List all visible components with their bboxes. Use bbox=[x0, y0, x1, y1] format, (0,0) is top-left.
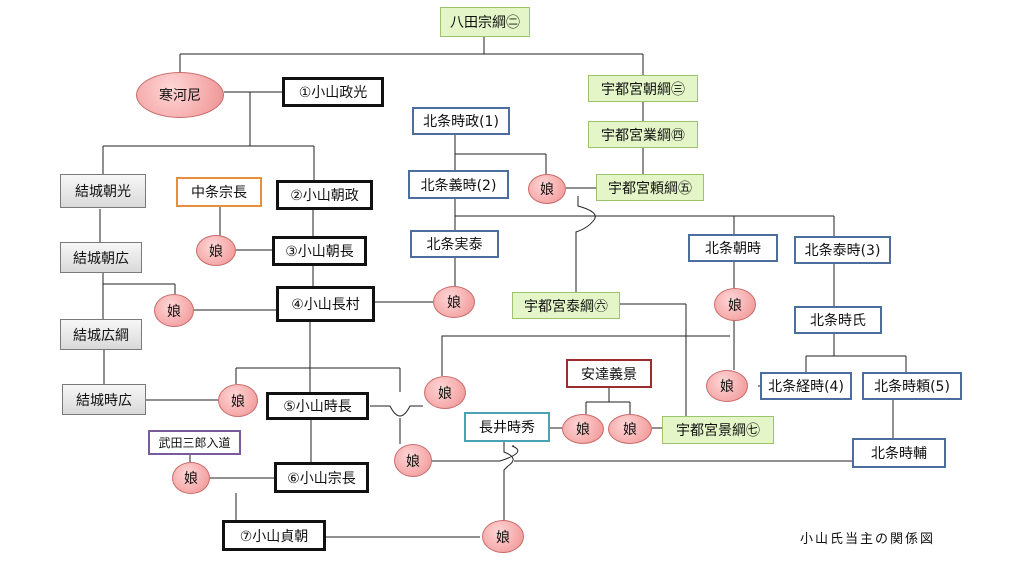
node-daughter: 娘 bbox=[562, 414, 604, 444]
node-utsunomiya-kagetsuna: 宇都宮景綱㊆ bbox=[662, 416, 774, 444]
node-daughter: 娘 bbox=[196, 235, 236, 266]
node-daughter: 娘 bbox=[608, 414, 652, 444]
diagram-caption: 小山氏当主の関係図 bbox=[800, 532, 936, 547]
node-oyama-masamitsu: ①小山政光 bbox=[282, 77, 384, 107]
node-daughter: 娘 bbox=[394, 444, 432, 477]
node-hojo-tsunetoki: 北条経時(4) bbox=[760, 372, 852, 400]
node-hojo-yoshitoki: 北条義時(2) bbox=[408, 170, 509, 199]
node-daughter: 娘 bbox=[482, 520, 524, 553]
node-daughter: 娘 bbox=[433, 286, 475, 318]
node-oyama-sadatomo: ⑦小山貞朝 bbox=[222, 520, 326, 551]
node-daughter: 娘 bbox=[172, 462, 210, 494]
node-kangani: 寒河尼 bbox=[136, 72, 224, 118]
node-oyama-munenaga: ⑥小山宗長 bbox=[274, 462, 369, 493]
node-utsunomiya-narinatsuna: 宇都宮業綱㊃ bbox=[588, 121, 698, 148]
node-daughter: 娘 bbox=[424, 376, 466, 409]
node-daughter: 娘 bbox=[714, 288, 756, 321]
node-daughter: 娘 bbox=[154, 294, 194, 327]
node-nakajo-munenaga: 中条宗長 bbox=[176, 177, 262, 207]
node-takeda-saburo: 武田三郎入道 bbox=[148, 430, 241, 455]
node-hatta-munetsuna: 八田宗綱㊁ bbox=[440, 7, 530, 37]
node-oyama-nagamura: ④小山長村 bbox=[276, 286, 375, 322]
node-utsunomiya-tomotsuna: 宇都宮朝綱㊂ bbox=[588, 75, 698, 102]
node-hojo-tokiuji: 北条時氏 bbox=[794, 306, 882, 334]
node-hojo-yasutoki: 北条泰時(3) bbox=[794, 236, 891, 264]
node-hojo-tokiyori: 北条時頼(5) bbox=[862, 372, 962, 400]
node-yuki-tokihiro: 結城時広 bbox=[62, 384, 146, 415]
node-hojo-saneyasu: 北条実泰 bbox=[410, 230, 499, 258]
node-yuki-hirotsuna: 結城広綱 bbox=[60, 319, 142, 350]
node-daughter: 娘 bbox=[528, 174, 566, 204]
node-daughter: 娘 bbox=[218, 384, 258, 417]
node-hojo-tomotoki: 北条朝時 bbox=[688, 234, 778, 262]
node-nagai-tokihide: 長井時秀 bbox=[464, 412, 550, 442]
node-oyama-tomonaga: ③小山朝長 bbox=[272, 236, 367, 266]
node-utsunomiya-yasutsuna: 宇都宮泰綱㊅ bbox=[512, 292, 620, 319]
node-daughter: 娘 bbox=[706, 370, 748, 402]
node-yuki-tomohiro: 結城朝広 bbox=[60, 242, 142, 273]
node-oyama-tomomasa: ②小山朝政 bbox=[276, 180, 373, 210]
node-oyama-tokinaga: ⑤小山時長 bbox=[266, 392, 369, 420]
node-utsunomiya-yoritsuna: 宇都宮頼綱㊄ bbox=[596, 174, 704, 201]
node-yuki-tomomitsu: 結城朝光 bbox=[60, 174, 146, 208]
node-hojo-tokisuke: 北条時輔 bbox=[852, 438, 946, 468]
node-hojo-tokimasa: 北条時政(1) bbox=[412, 107, 510, 135]
node-adachi-yoshikage: 安達義景 bbox=[566, 359, 652, 388]
